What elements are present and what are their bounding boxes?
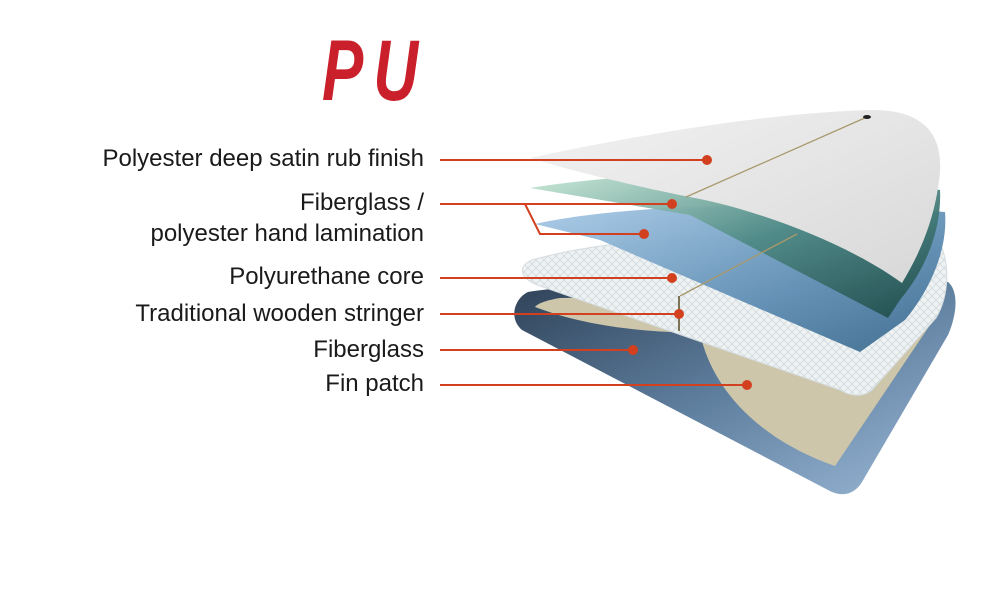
label-polyurethane-core: Polyurethane core [229,263,424,290]
marker-dot-blue-lamination [639,229,649,239]
marker-dot-fin-patch [742,380,752,390]
marker-dot-stringer [674,309,684,319]
label-wooden-stringer: Traditional wooden stringer [135,300,424,327]
diagram-title: PU [322,23,429,119]
marker-dot-deck-finish [702,155,712,165]
marker-dot-green-lamination [667,199,677,209]
vent-plug-icon [863,115,871,119]
label-fiberglass-slash: Fiberglass / [299,189,424,216]
deck-finish-layer [530,110,941,283]
label-polyester-hand-lamination: polyester hand lamination [150,220,424,247]
label-fiberglass: Fiberglass [313,336,424,363]
label-fin-patch: Fin patch [325,370,424,397]
leader-lines [440,159,747,386]
marker-dot-fiberglass [628,345,638,355]
marker-dot-core [667,273,677,283]
label-deep-satin-rub-finish: Polyester deep satin rub finish [102,145,424,172]
